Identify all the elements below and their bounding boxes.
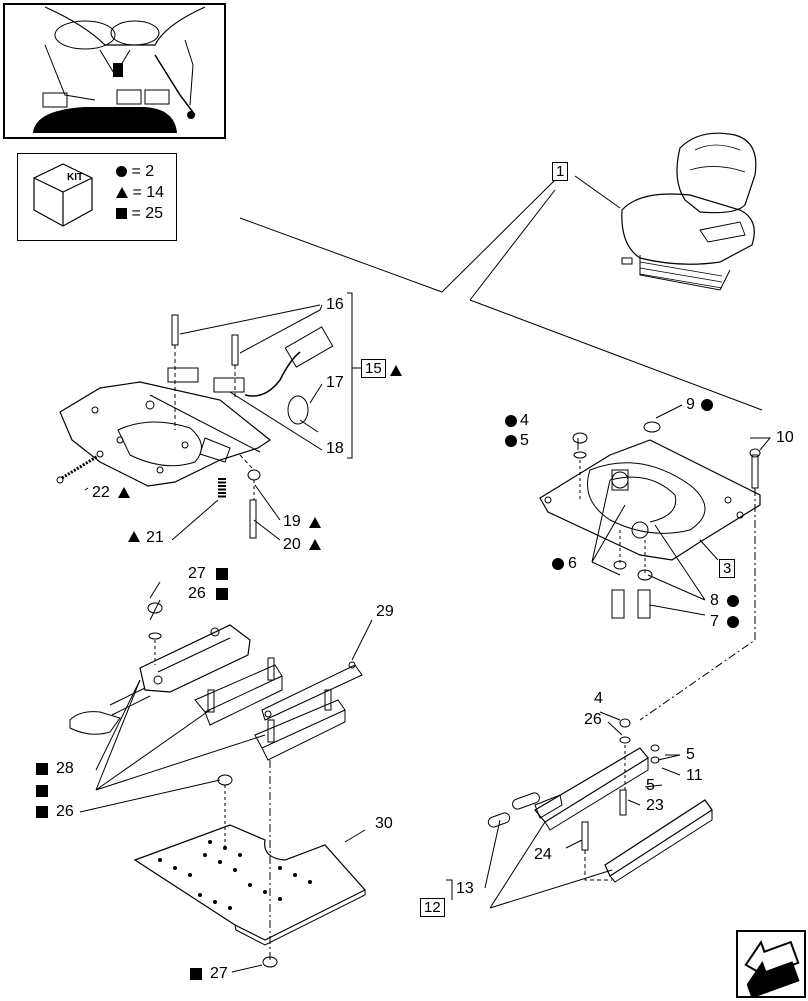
lower-slide-rail-illustration bbox=[487, 718, 713, 883]
plate-3-ref: 3 bbox=[719, 559, 736, 578]
kit-row-circle: = 2 bbox=[116, 163, 154, 181]
triangle-marker-icon bbox=[390, 365, 402, 376]
callout-6: 6 bbox=[568, 555, 577, 572]
kit-label: KIT bbox=[67, 172, 84, 183]
callout-11: 11 bbox=[686, 767, 703, 784]
kit-row-square: = 25 bbox=[116, 205, 163, 223]
square-marker-icon bbox=[36, 806, 48, 818]
kit-row-triangle: = 14 bbox=[116, 184, 164, 202]
square-marker-icon bbox=[216, 568, 228, 580]
circle-marker-icon bbox=[727, 616, 739, 628]
kit-12-ref: 12 bbox=[420, 898, 445, 917]
callout-4-upper: 4 bbox=[520, 412, 529, 429]
callout-8: 8 bbox=[710, 592, 719, 609]
callout-18: 18 bbox=[326, 440, 344, 457]
kit-row-text: = 14 bbox=[132, 184, 165, 201]
square-marker-icon bbox=[36, 763, 48, 775]
triangle-marker-icon bbox=[309, 517, 321, 528]
kit-15-ref: 15 bbox=[361, 359, 386, 378]
circle-symbol-icon bbox=[116, 166, 127, 178]
next-page-button[interactable] bbox=[736, 930, 806, 999]
triangle-marker-icon bbox=[128, 531, 140, 542]
callout-27-lower: 27 bbox=[210, 965, 228, 982]
callout-17: 17 bbox=[326, 374, 344, 391]
callout-4-lower: 4 bbox=[594, 690, 603, 707]
callout-13: 13 bbox=[456, 880, 474, 897]
callout-21: 21 bbox=[146, 529, 164, 546]
callout-5-upper: 5 bbox=[520, 432, 529, 449]
callout-30: 30 bbox=[375, 815, 393, 832]
callout-10: 10 bbox=[776, 429, 794, 446]
square-marker-icon bbox=[216, 588, 228, 600]
location-thumbnail bbox=[3, 3, 226, 139]
kit-row-text: = 25 bbox=[131, 205, 164, 222]
callout-19: 19 bbox=[283, 513, 301, 530]
swivel-plate-illustration bbox=[539, 421, 761, 619]
next-page-arrow-icon bbox=[744, 940, 800, 999]
slide-rail-illustration bbox=[69, 602, 363, 960]
callout-7: 7 bbox=[710, 613, 719, 630]
seat-illustration bbox=[621, 132, 757, 291]
bracket-plate-illustration bbox=[56, 314, 334, 539]
tractor-cab-thumbnail-icon bbox=[33, 6, 206, 133]
callout-26-lower: 26 bbox=[56, 803, 74, 820]
circle-marker-icon bbox=[727, 595, 739, 607]
callout-26-right: 26 bbox=[584, 711, 602, 728]
circle-marker-icon bbox=[505, 435, 517, 447]
callout-26-upper: 26 bbox=[188, 585, 206, 602]
callout-29: 29 bbox=[376, 603, 394, 620]
callout-27-upper: 27 bbox=[188, 565, 206, 582]
triangle-marker-icon bbox=[118, 487, 130, 498]
callout-9: 9 bbox=[686, 396, 695, 413]
callout-24: 24 bbox=[534, 846, 552, 863]
square-marker-icon bbox=[190, 968, 202, 980]
circle-marker-icon bbox=[505, 415, 517, 427]
seat-assembly-ref: 1 bbox=[552, 162, 569, 181]
callout-5-mid: 5 bbox=[646, 777, 655, 794]
circle-marker-icon bbox=[701, 399, 713, 411]
kit-cube-icon bbox=[33, 163, 93, 227]
triangle-marker-icon bbox=[309, 539, 321, 550]
triangle-symbol-icon bbox=[116, 187, 128, 199]
kit-row-text: = 2 bbox=[131, 163, 155, 180]
callout-16: 16 bbox=[326, 296, 344, 313]
callout-28: 28 bbox=[56, 760, 74, 777]
callout-23: 23 bbox=[646, 797, 664, 814]
callout-22: 22 bbox=[92, 484, 110, 501]
square-symbol-icon bbox=[116, 208, 127, 220]
callout-5-right: 5 bbox=[686, 746, 695, 763]
floor-plate-illustration bbox=[133, 824, 366, 968]
square-marker-icon bbox=[36, 785, 48, 797]
callout-20: 20 bbox=[283, 536, 301, 553]
kit-legend: KIT = 2 = 14 = 25 bbox=[17, 153, 177, 241]
circle-marker-icon bbox=[552, 558, 564, 570]
